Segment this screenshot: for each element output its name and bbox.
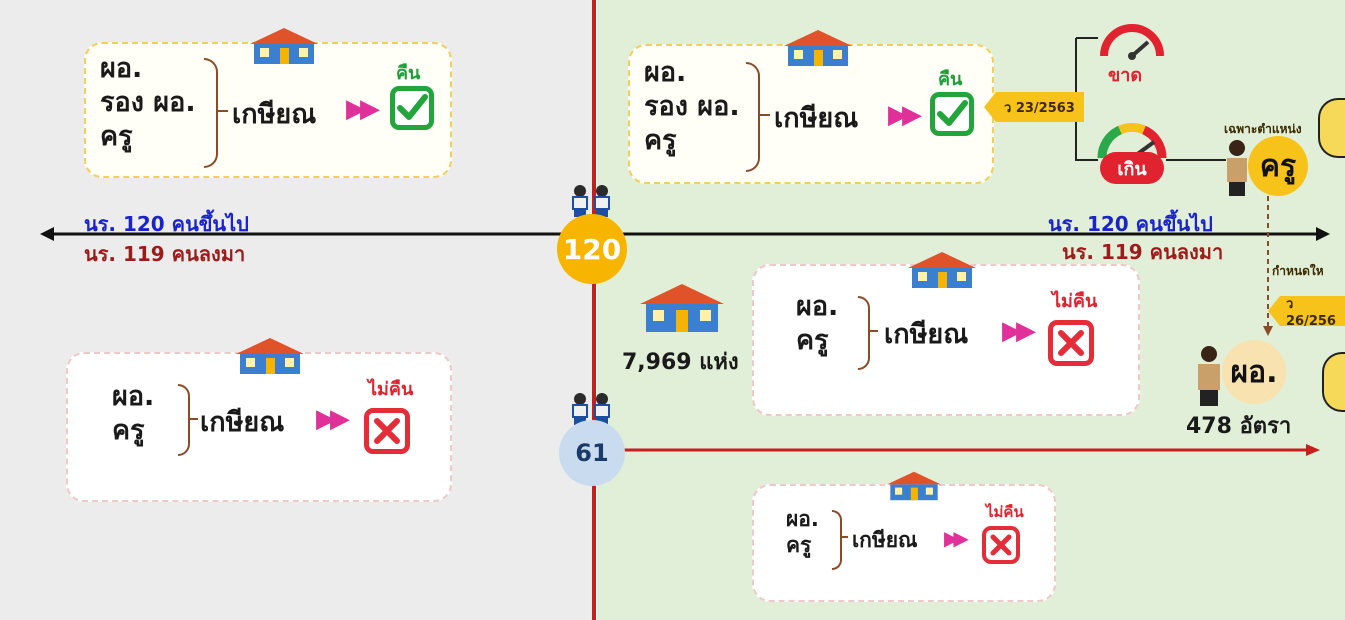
role-teacher: ครู: [796, 324, 829, 356]
role-list: ผอ. ครู: [112, 380, 154, 448]
status-no-return: ไม่คืน: [368, 379, 414, 400]
status-no-return: ไม่คืน: [986, 503, 1024, 521]
ribbon-icon: [1322, 352, 1345, 412]
school-icon: [636, 282, 728, 338]
brace-tick: [840, 536, 848, 538]
status-return: คืน: [396, 63, 421, 84]
vertical-divider: [592, 0, 596, 620]
school-icon: [904, 250, 980, 294]
brace-tick: [188, 418, 198, 420]
role-deputy: รอง ผอ.: [100, 86, 196, 118]
cross-icon: [364, 408, 410, 454]
brace-tick: [758, 114, 770, 116]
brace: [832, 510, 842, 570]
threshold-61-badge: 61: [559, 420, 625, 486]
role-list: ผอ. รอง ผอ. ครู: [100, 52, 196, 153]
students-icon: [568, 184, 614, 222]
role-deputy: รอง ผอ.: [644, 90, 740, 122]
school-count: 7,969 แห่ง: [622, 350, 739, 375]
check-icon: [390, 86, 434, 130]
director-figure-icon: [1192, 344, 1226, 410]
role-list: ผอ. ครู: [786, 506, 819, 559]
role-teacher: ครู: [644, 124, 677, 156]
brace: [858, 296, 870, 370]
double-arrow-icon: ▶▶: [888, 100, 922, 130]
double-arrow-icon: ▶▶: [1002, 316, 1036, 346]
role-director: ผอ.: [644, 57, 687, 88]
teacher-figure-icon: [1222, 138, 1252, 200]
axis-label-below-left: นร. 119 คนลงมา: [84, 242, 246, 266]
director-count: 478 อัตรา: [1186, 414, 1292, 439]
role-list: ผอ. ครู: [796, 290, 838, 358]
specific-position-label: เฉพาะตำแหน่ง: [1224, 122, 1302, 136]
axis-label-above-right: นร. 120 คนขึ้นไป: [1048, 212, 1213, 236]
check-icon: [930, 92, 974, 136]
gauge-excess-label: เกิน: [1100, 152, 1164, 184]
right-bottom-card: ผอ. ครู เกษียณ ▶▶ ไม่คืน: [752, 484, 1056, 602]
retire-label: เกษียณ: [232, 99, 317, 130]
role-teacher: ครู: [112, 414, 145, 446]
circular-tag-2: ว 26/256: [1268, 296, 1345, 326]
school-icon: [232, 336, 308, 380]
retire-label: เกษียณ: [884, 319, 969, 350]
cross-icon: [1048, 320, 1094, 366]
director-badge: ผอ.: [1222, 340, 1286, 404]
teacher-badge: ครู: [1248, 136, 1308, 196]
brace-tick: [868, 330, 878, 332]
left-top-card: ผอ. รอง ผอ. ครู เกษียณ ▶▶ คืน: [84, 42, 452, 178]
ribbon-icon: [1318, 98, 1345, 158]
define-new-label: กำหนดให: [1272, 264, 1324, 278]
status-no-return: ไม่คืน: [1052, 291, 1098, 312]
retire-label: เกษียณ: [852, 528, 918, 552]
retire-label: เกษียณ: [200, 407, 285, 438]
circular-tag-1: ว 23/2563: [984, 92, 1084, 122]
role-director: ผอ.: [786, 507, 819, 531]
gauge-lack-label: ขาด: [1108, 65, 1143, 86]
role-teacher: ครู: [100, 120, 133, 152]
brace: [746, 62, 760, 172]
role-list: ผอ. รอง ผอ. ครู: [644, 56, 740, 157]
role-director: ผอ.: [100, 53, 143, 84]
school-icon: [246, 26, 322, 70]
cross-icon: [982, 526, 1020, 564]
role-teacher: ครู: [786, 533, 812, 558]
gauge-lack: ขาด: [1098, 12, 1166, 86]
double-arrow-icon: ▶▶: [944, 526, 969, 550]
status-return: คืน: [938, 69, 963, 90]
school-icon: [780, 28, 856, 72]
retire-label: เกษียณ: [774, 103, 859, 134]
brace-tick: [216, 110, 228, 112]
axis-label-above-left: นร. 120 คนขึ้นไป: [84, 212, 249, 236]
right-top-card: ผอ. รอง ผอ. ครู เกษียณ ▶▶ คืน: [628, 44, 994, 184]
threshold-120-badge: 120: [557, 214, 627, 284]
gauge-excess: เกิน: [1096, 112, 1168, 188]
role-director: ผอ.: [112, 381, 155, 412]
role-director: ผอ.: [796, 291, 839, 322]
school-icon: [884, 470, 944, 506]
axis-label-below-right: นร. 119 คนลงมา: [1062, 240, 1224, 264]
